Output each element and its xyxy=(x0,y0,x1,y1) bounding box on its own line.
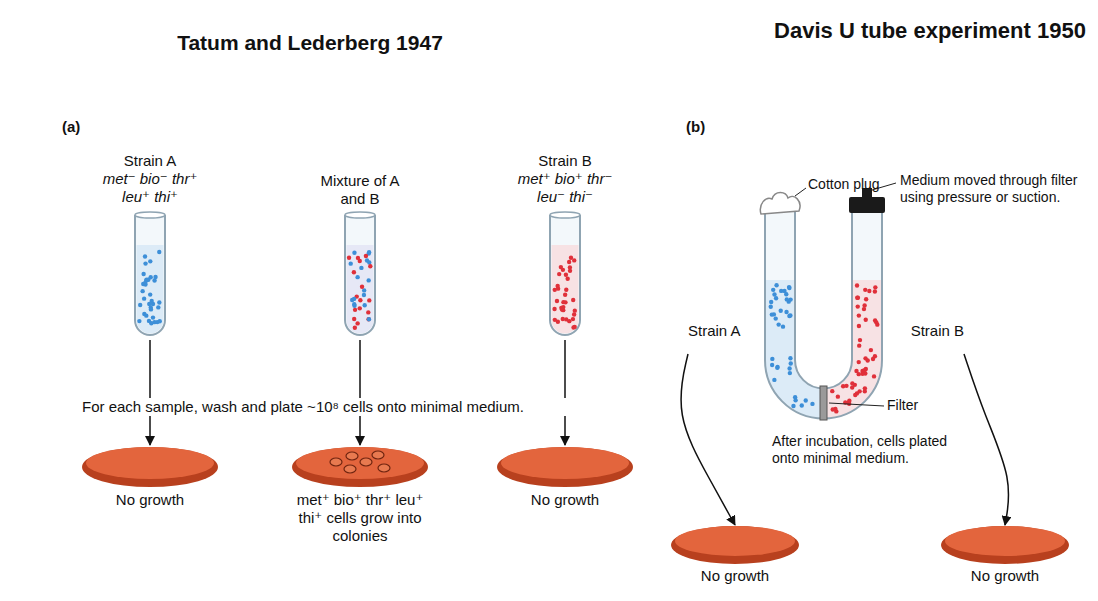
test-tube xyxy=(345,212,375,335)
test-tube xyxy=(135,212,165,335)
cell-dots xyxy=(137,250,577,330)
tube-culture: Mixture of A and B xyxy=(295,152,425,340)
arrow-connector xyxy=(681,354,735,525)
arrow-connector xyxy=(149,340,151,445)
test-tube xyxy=(550,212,580,335)
arrow-connector xyxy=(564,340,566,445)
strain-name: Strain B xyxy=(506,152,624,170)
tube-culture: Strain Amet⁻ bio⁻ thr⁺ leu⁺ thi⁺ xyxy=(85,152,215,340)
petri-plate xyxy=(671,526,799,564)
u-tube xyxy=(760,188,888,430)
result-text: No growth xyxy=(660,567,810,585)
panel-letter: (a) xyxy=(62,118,102,136)
u-tube-chamber: Strain A Strain B xyxy=(688,322,964,362)
panel-heading: Tatum and Lederberg 1947 xyxy=(110,30,510,55)
tube-culture: Strain Bmet⁺ bio⁺ thr⁻ leu⁻ thi⁻ xyxy=(500,152,630,340)
result-text: met⁺ bio⁺ thr⁺ leu⁺ thi⁺ cells grow into… xyxy=(288,491,433,545)
stopper xyxy=(849,197,885,213)
petri-plate xyxy=(292,447,428,487)
petri-plate: No growth xyxy=(485,445,645,515)
callout-label: Filter xyxy=(887,397,937,414)
arrow-connector xyxy=(964,354,1009,525)
colony xyxy=(330,451,390,473)
genotype: met⁻ bio⁻ thr⁺ leu⁺ thi⁺ xyxy=(91,170,209,206)
panel-letter: (b) xyxy=(686,118,726,136)
result-text: No growth xyxy=(75,491,225,509)
petri-plate xyxy=(82,447,218,487)
cotton-plug xyxy=(760,193,800,215)
panel-heading: Davis U tube experiment 1950 xyxy=(772,18,1088,44)
callout-label: Medium moved through filter using pressu… xyxy=(900,172,1085,206)
result-text: No growth xyxy=(930,567,1080,585)
strain-name: Strain B xyxy=(911,322,964,340)
petri-plate xyxy=(497,447,633,487)
petri-plate: No growth xyxy=(660,525,810,585)
strain-name: Strain A xyxy=(688,322,741,340)
strain-name: Strain A xyxy=(91,152,209,170)
procedure-note: After incubation, cells plated onto mini… xyxy=(772,433,950,467)
procedure-note: For each sample, wash and plate ~10⁸ cel… xyxy=(82,398,662,416)
genotype: met⁺ bio⁺ thr⁻ leu⁻ thi⁻ xyxy=(506,170,624,206)
strain-name: Mixture of A and B xyxy=(313,172,408,208)
petri-plate xyxy=(941,526,1069,564)
petri-plate: No growth xyxy=(70,445,230,515)
result-text: No growth xyxy=(490,491,640,509)
filter xyxy=(820,386,827,420)
petri-plate: met⁺ bio⁺ thr⁺ leu⁺ thi⁺ cells grow into… xyxy=(280,445,440,545)
callout-label: Cotton plug xyxy=(808,176,898,193)
leader-line xyxy=(795,183,896,406)
petri-plate: No growth xyxy=(930,525,1080,585)
arrow-connector xyxy=(359,340,361,445)
